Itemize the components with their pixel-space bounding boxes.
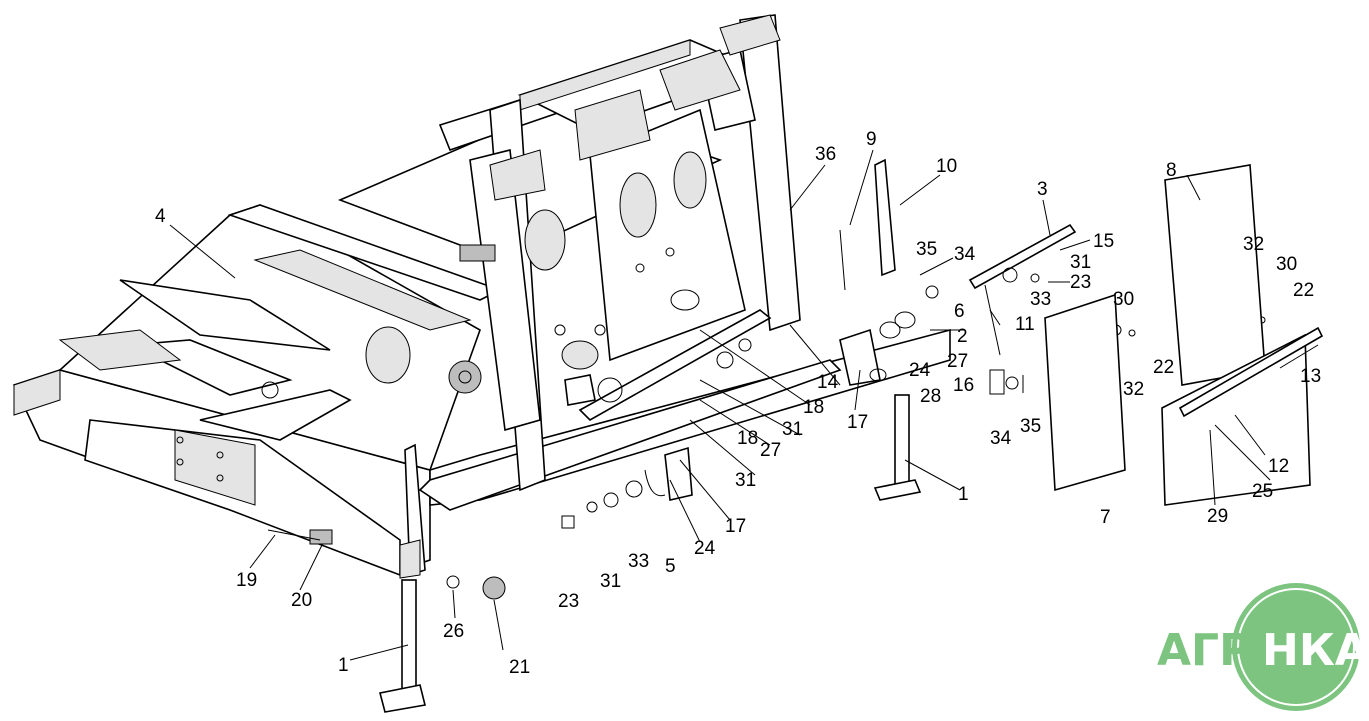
part-label: 23 [558,591,579,612]
part-label: 28 [920,386,941,407]
part-label: 13 [1300,366,1321,387]
part-label: 22 [1293,280,1314,301]
part-label: 18 [803,397,824,418]
part-label: 19 [236,570,257,591]
part-label: 24 [694,538,716,559]
plate-12 [1161,333,1311,506]
part-label: 6 [954,301,965,322]
stand-right [873,394,922,501]
frame-assembly [12,14,1077,579]
part-label: 1 [338,655,349,676]
plate-7 [1044,293,1126,492]
part-label: 14 [817,372,839,393]
part-label: 32 [1243,234,1264,255]
part-label: 9 [866,129,877,150]
part-label: 32 [1123,379,1144,400]
logo-text-right: НКА [1262,625,1369,676]
part-labels: 4 36 9 10 3 8 15 35 34 32 30 22 31 23 33… [155,129,1321,678]
leader-lines [169,149,1319,661]
part-label: 31 [1070,252,1091,273]
part-label: 31 [600,571,621,592]
part-label: 2 [957,326,968,347]
part-label: 29 [1207,506,1228,527]
part-label: 27 [760,440,781,461]
part-label: 33 [628,551,649,572]
loose-parts [267,267,1266,600]
part-label: 22 [1153,357,1174,378]
part-label: 21 [509,657,530,678]
stand-left [379,579,426,713]
plate-8 [1164,164,1266,386]
part-label: 5 [665,556,676,577]
part-label: 20 [291,590,312,611]
part-label: 23 [1070,272,1091,293]
part-label: 3 [1037,179,1048,200]
part-label: 34 [954,244,976,265]
part-label: 31 [735,470,756,491]
part-label: 26 [443,621,464,642]
agronka-logo: АГРО НКА [1157,583,1369,711]
part-label: 30 [1276,254,1297,275]
part-label: 35 [1020,416,1041,437]
part-label: 17 [725,516,746,537]
part-label: 15 [1093,231,1114,252]
part-label: 11 [1015,314,1035,335]
part-label: 12 [1268,456,1289,477]
part-label: 16 [953,375,974,396]
part-label: 17 [847,412,868,433]
part-label: 31 [782,419,803,440]
part-label: 36 [815,144,836,165]
part-label: 8 [1166,160,1177,181]
part-label: 35 [916,239,937,260]
part-label: 33 [1030,289,1051,310]
logo-text-left: АГРО [1157,625,1289,676]
part-label: 4 [155,206,166,227]
part-label: 1 [958,484,969,505]
part-label: 7 [1100,507,1111,528]
part-label: 18 [737,428,758,449]
part-label: 30 [1113,289,1134,310]
part-label: 34 [990,428,1012,449]
part-label: 25 [1252,481,1273,502]
part-label: 27 [947,351,968,372]
part-label: 10 [936,156,957,177]
bar-13 [1178,326,1324,418]
part-label: 24 [909,360,931,381]
